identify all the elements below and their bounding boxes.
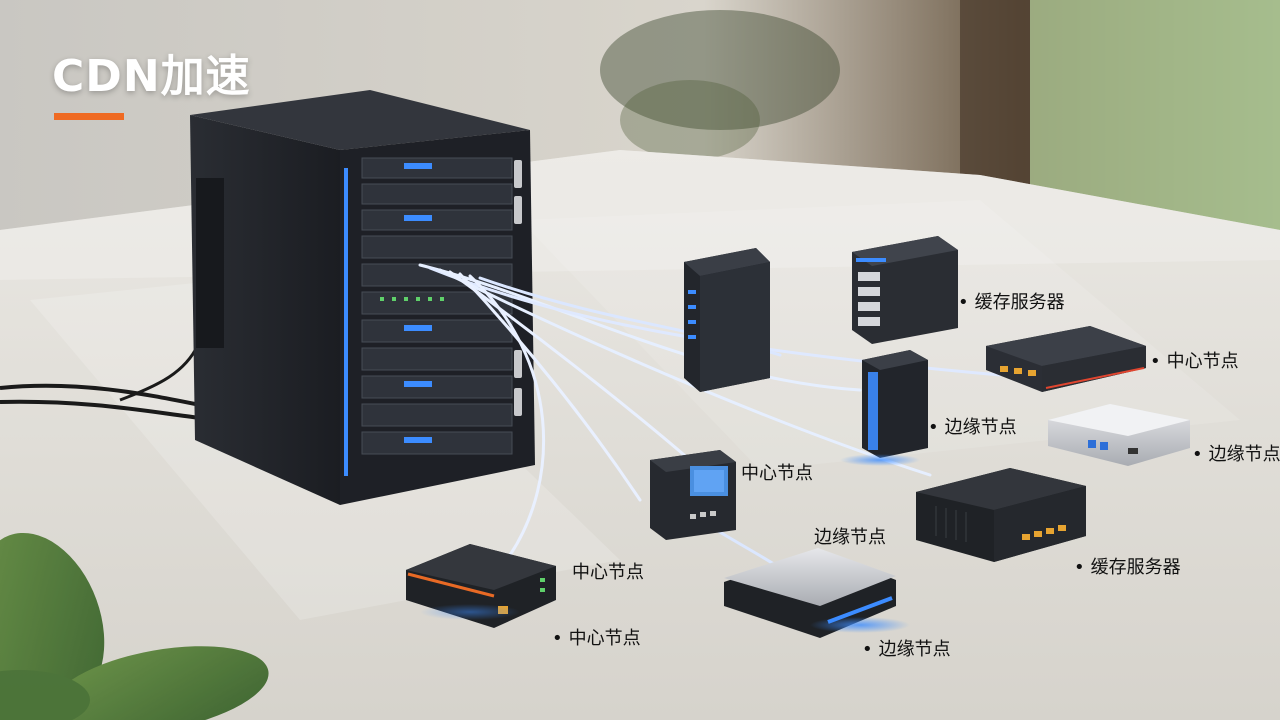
bullet-dot: • (1074, 557, 1085, 578)
label-center-node-right: •中心节点 (1150, 351, 1239, 372)
bullet-dot: • (552, 628, 563, 649)
label-center-node-cube: 中心节点 (741, 463, 813, 484)
label-edge-node-upper: 边缘节点 (814, 527, 886, 548)
label-center-node-left-upper: 中心节点 (572, 562, 644, 583)
bullet-dot: • (928, 417, 939, 438)
silver-router (724, 548, 910, 638)
cache-server-top (852, 236, 958, 344)
label-edge-node-right: •边缘节点 (1192, 444, 1280, 465)
label-edge-node-bottom: •边缘节点 (862, 639, 951, 660)
title-underline (54, 113, 124, 120)
label-edge-node-middle: •边缘节点 (928, 417, 1017, 438)
foreground-plant (0, 532, 269, 720)
bullet-dot: • (862, 639, 873, 660)
bullet-dot: • (958, 292, 969, 313)
network-switch (986, 326, 1146, 392)
bullet-dot: • (1150, 351, 1161, 372)
cache-server-bottom (916, 468, 1086, 562)
label-cache-server-top: •缓存服务器 (958, 292, 1065, 313)
center-node-router (406, 544, 556, 628)
tower-server (684, 248, 770, 392)
label-center-node-left-lower: •中心节点 (552, 628, 641, 649)
silver-box-right (1048, 404, 1190, 466)
label-cache-server-bottom: •缓存服务器 (1074, 557, 1181, 578)
center-node-cube (650, 450, 736, 540)
page-title: CDN加速 (52, 51, 251, 102)
edge-tower (840, 350, 928, 466)
bullet-dot: • (1192, 444, 1203, 465)
